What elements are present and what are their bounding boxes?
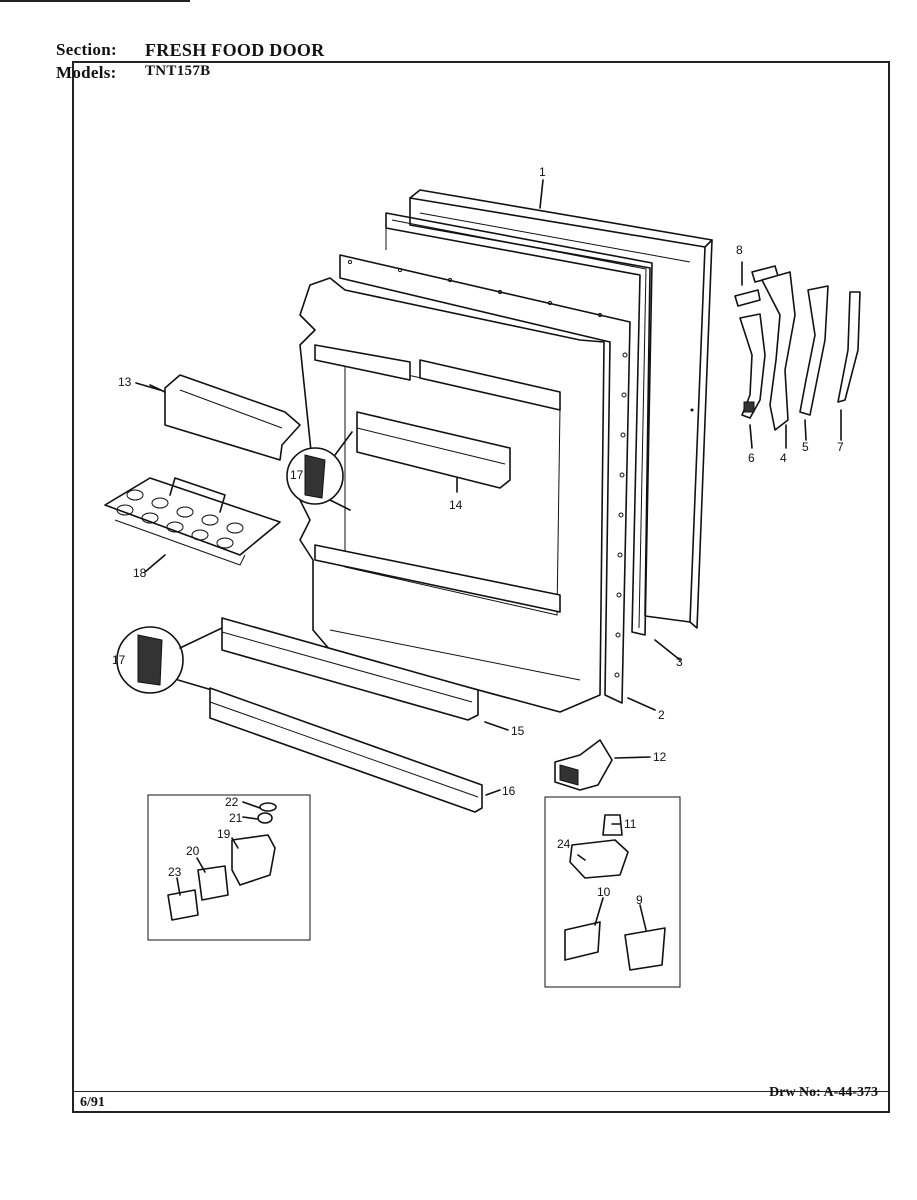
callout-1: 1 (539, 165, 546, 179)
callout-17-upper: 17 (290, 468, 304, 482)
hinge-parts-inset-box (147, 794, 311, 941)
callout-22: 22 (225, 795, 239, 809)
callout-11: 11 (624, 817, 637, 831)
part-17-rack-end-cap-upper (286, 431, 353, 511)
callout-15: 15 (511, 724, 525, 738)
footer-rule (72, 1091, 890, 1092)
callout-12: 12 (653, 750, 667, 764)
callout-20: 20 (186, 844, 200, 858)
callout-9: 9 (636, 893, 643, 907)
callout-17-lower: 17 (112, 653, 126, 667)
callout-5: 5 (802, 440, 809, 454)
part-12-hinge-cover (554, 739, 613, 791)
part-6-handle-end (739, 313, 766, 419)
section-value: FRESH FOOD DOOR (145, 40, 325, 60)
part-3-door-gasket (385, 212, 653, 636)
callout-24: 24 (557, 837, 571, 851)
callout-7: 7 (837, 440, 844, 454)
part-14-door-rack (356, 411, 511, 493)
callout-6: 6 (748, 451, 755, 465)
part-7-handle-insert (837, 291, 861, 403)
hinge-hardware-inset-box (544, 796, 681, 988)
part-8-handle-screws (734, 261, 779, 307)
leader-lines (135, 179, 842, 931)
callout-10: 10 (597, 885, 611, 899)
diagram-frame (72, 61, 890, 1113)
callout-23: 23 (168, 865, 182, 879)
callout-16: 16 (502, 784, 516, 798)
part-18-egg-tray (104, 477, 281, 566)
callout-2: 2 (658, 708, 665, 722)
section-label: Section: (56, 40, 117, 59)
callout-21: 21 (229, 811, 243, 825)
revision-date: 6/91 (80, 1095, 105, 1110)
drawing-number: Drw No: A-44-373 (769, 1085, 878, 1100)
models-value: TNT157B (145, 63, 211, 79)
callout-8: 8 (736, 243, 743, 257)
callout-19: 19 (217, 827, 231, 841)
top-rule (0, 0, 190, 2)
callout-13: 13 (118, 375, 132, 389)
part-5-handle-trim (799, 285, 829, 416)
part-4-handle-bracket (761, 271, 796, 431)
callout-14: 14 (449, 498, 463, 512)
part-15-lower-door-rack (221, 617, 479, 721)
callout-18: 18 (133, 566, 147, 580)
models-label: Models: (56, 63, 117, 82)
part-16-bottom-door-rack (209, 687, 483, 813)
callout-4: 4 (780, 451, 787, 465)
callout-3: 3 (676, 655, 683, 669)
part-13-dairy-compartment (149, 374, 301, 461)
part-2-inner-door-liner (299, 254, 631, 713)
part-17-rack-end-cap-lower (116, 626, 223, 694)
